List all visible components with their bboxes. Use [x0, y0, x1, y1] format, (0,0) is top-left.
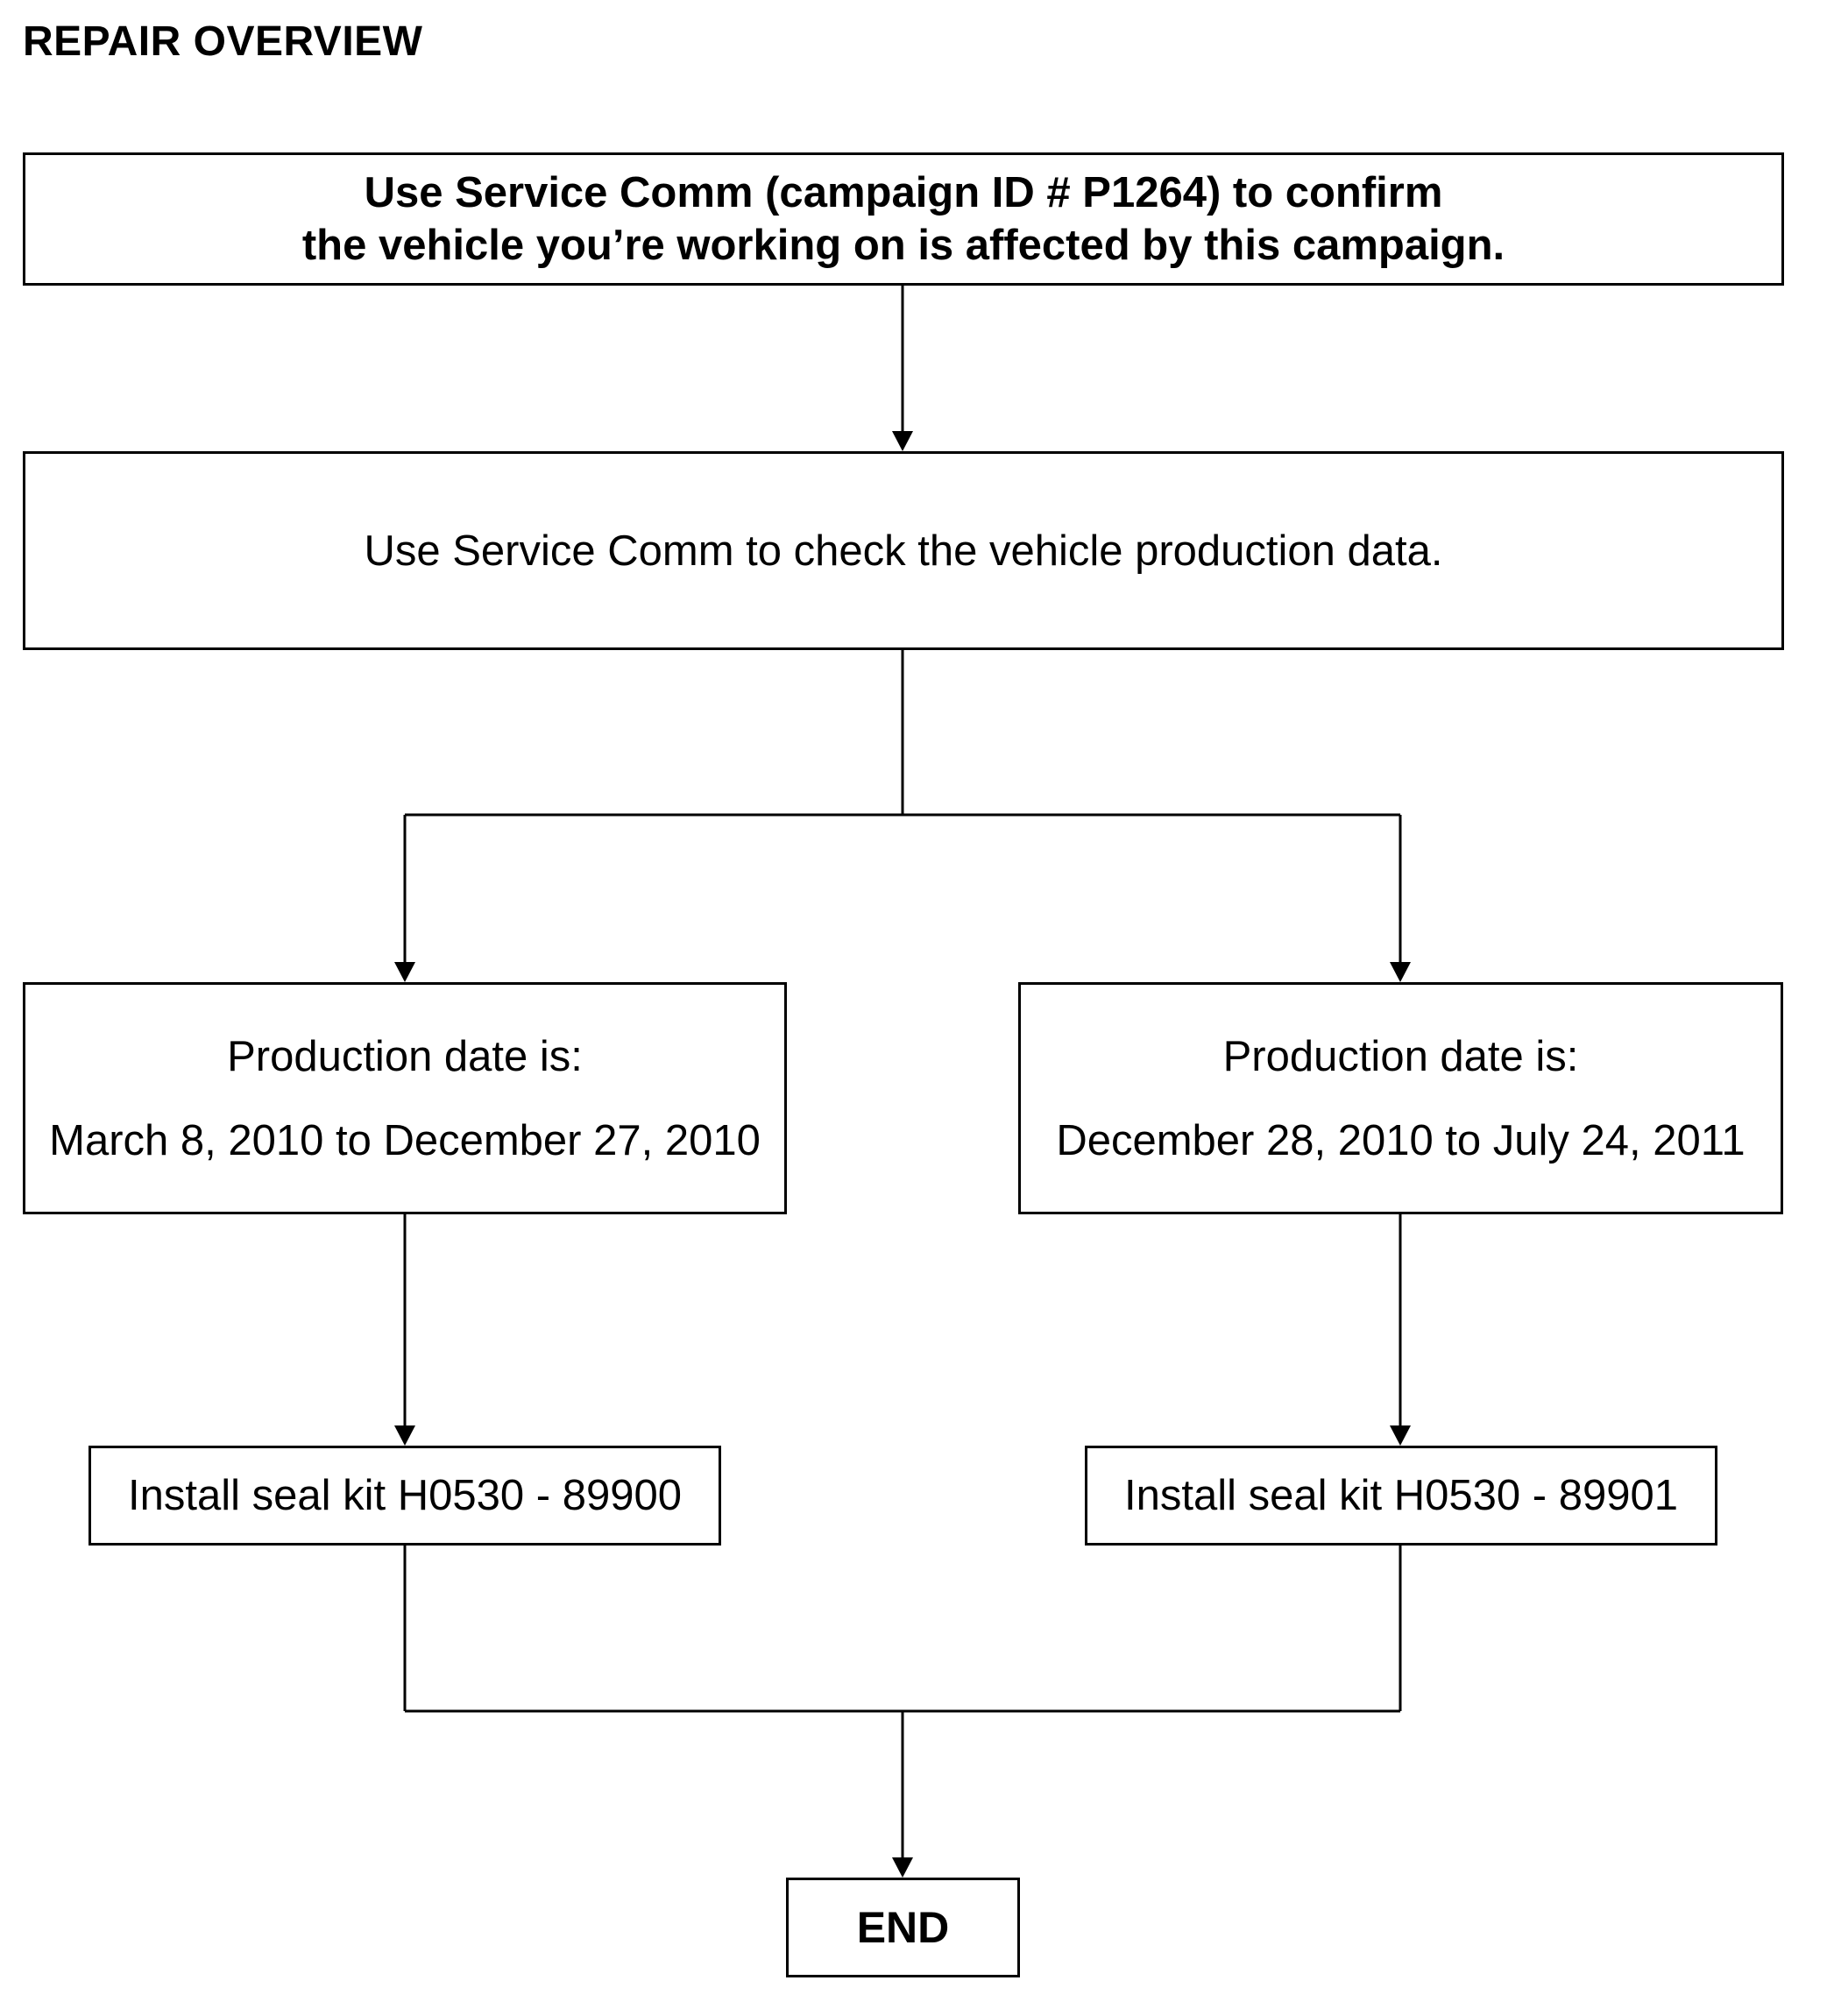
step-confirm-line1: Use Service Comm (campaign ID # P1264) t…: [364, 169, 1443, 216]
arrowhead-right-date: [1390, 962, 1411, 982]
step-confirm-box: Use Service Comm (campaign ID # P1264) t…: [23, 152, 1784, 286]
branch-right-action: Install seal kit H0530 - 89901: [1124, 1472, 1678, 1519]
branch-right-kit-box: Install seal kit H0530 - 89901: [1085, 1446, 1717, 1546]
arrowhead-left-kit: [394, 1425, 415, 1446]
branch-right-range: December 28, 2010 to July 24, 2011: [1056, 1116, 1746, 1164]
arrowhead-left-date: [394, 962, 415, 982]
branch-left-range: March 8, 2010 to December 27, 2010: [49, 1116, 761, 1164]
branch-right-date-box: Production date is: December 28, 2010 to…: [1018, 982, 1783, 1214]
step-confirm-line2: the vehicle you’re working on is affecte…: [301, 222, 1505, 269]
branch-left-action: Install seal kit H0530 - 89900: [128, 1472, 682, 1519]
branch-left-kit-box: Install seal kit H0530 - 89900: [89, 1446, 721, 1546]
branch-left-date-box: Production date is: March 8, 2010 to Dec…: [23, 982, 787, 1214]
end-label: END: [856, 1903, 950, 1952]
arrowhead-right-kit: [1390, 1425, 1411, 1446]
end-box: END: [786, 1878, 1020, 1977]
branch-right-heading: Production date is:: [1222, 1032, 1579, 1080]
branch-left-heading: Production date is:: [227, 1032, 583, 1080]
step-check-text: Use Service Comm to check the vehicle pr…: [364, 527, 1443, 575]
page-title: REPAIR OVERVIEW: [23, 18, 423, 65]
arrowhead-check: [892, 431, 913, 451]
arrowhead-end: [892, 1857, 913, 1878]
step-check-box: Use Service Comm to check the vehicle pr…: [23, 451, 1784, 650]
